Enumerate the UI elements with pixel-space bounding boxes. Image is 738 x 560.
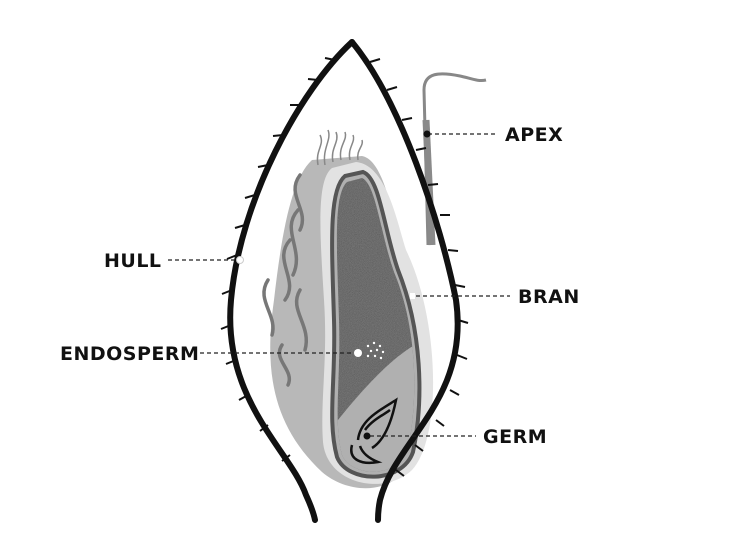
hull-spikes	[220, 57, 469, 477]
hull-leader	[168, 256, 244, 264]
germ-leader	[363, 432, 476, 440]
seed-hairs	[262, 129, 364, 387]
label-bran: BRAN	[518, 286, 580, 308]
label-germ: GERM	[483, 426, 547, 448]
apex-leader	[423, 130, 496, 138]
hull	[227, 39, 461, 523]
embryo	[350, 397, 398, 464]
label-apex: APEX	[505, 124, 563, 146]
endosperm-leader	[200, 349, 362, 357]
label-endosperm: ENDOSPERM	[60, 343, 199, 365]
apex-awn	[422, 72, 487, 246]
endosperm-dots	[366, 341, 385, 360]
label-hull: HULL	[104, 250, 162, 272]
bran-leader	[410, 293, 510, 299]
